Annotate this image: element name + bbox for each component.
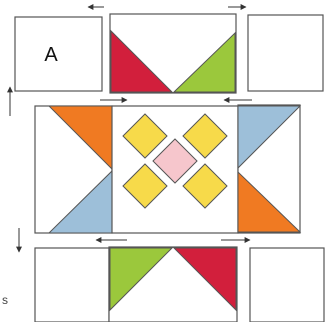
bottom-row — [35, 247, 324, 322]
top-right-square — [248, 15, 323, 91]
edge-letter: s — [2, 293, 8, 307]
top-left-square — [15, 17, 102, 91]
block-label: A — [44, 44, 58, 66]
bottom-right-square — [250, 248, 324, 322]
top-row: A — [15, 14, 323, 93]
middle-row — [35, 105, 300, 233]
bottom-left-square — [35, 248, 109, 322]
